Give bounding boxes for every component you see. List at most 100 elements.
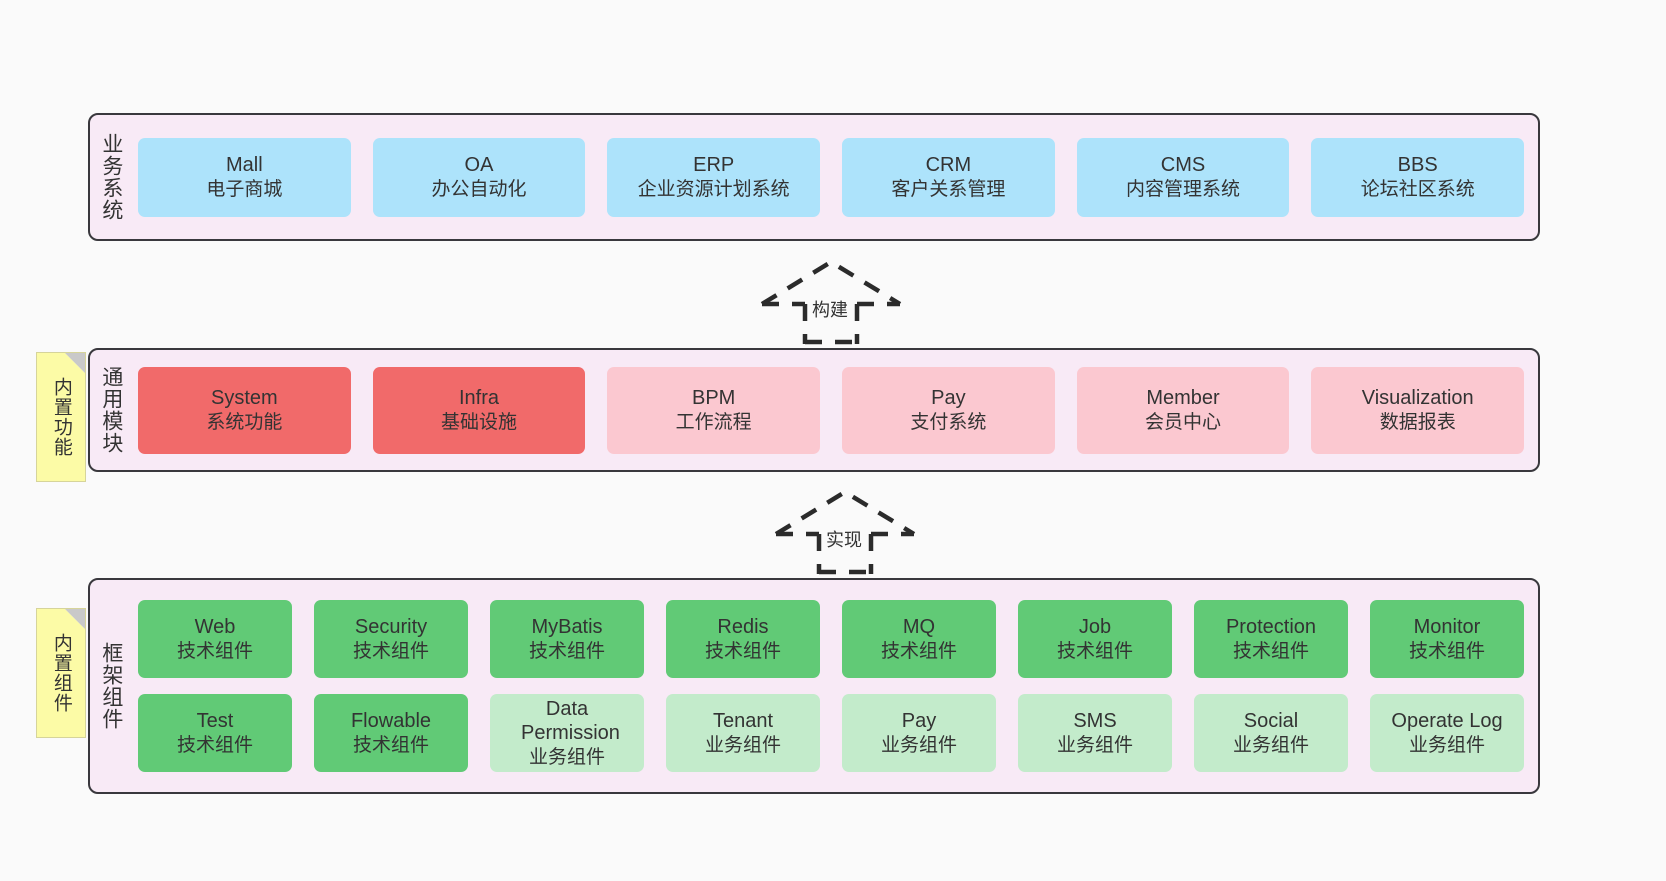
card-tenant[interactable]: Tenant 业务组件	[666, 694, 820, 772]
card-title: Visualization	[1361, 387, 1474, 410]
layer-framework-component: 框架组件 Web 技术组件 Security 技术组件 MyBatis 技术组件…	[88, 578, 1540, 794]
card-test[interactable]: Test 技术组件	[138, 694, 292, 772]
card-redis[interactable]: Redis 技术组件	[666, 600, 820, 678]
implement-arrow-icon	[774, 489, 916, 575]
card-pay-component[interactable]: Pay 业务组件	[842, 694, 996, 772]
tag-label: 内置组件	[50, 633, 72, 713]
card-bpm[interactable]: BPM 工作流程	[607, 366, 821, 454]
card-title: SMS	[1073, 710, 1117, 733]
card-subtitle: 系统功能	[206, 411, 283, 433]
card-row: Web 技术组件 Security 技术组件 MyBatis 技术组件 Redi…	[138, 600, 1524, 678]
card-social[interactable]: Social 业务组件	[1194, 694, 1348, 772]
card-subtitle: 业务组件	[1408, 734, 1485, 756]
card-row: System 系统功能 Infra 基础设施 BPM 工作流程 Pay 支付系统…	[138, 366, 1525, 454]
layer-business-system: 业务系统 Mall 电子商城 OA 办公自动化 ERP 企业资源计划系统 CRM…	[88, 113, 1540, 241]
card-title: Test	[196, 710, 234, 733]
card-pay[interactable]: Pay 支付系统	[842, 366, 1055, 454]
card-subtitle: 支付系统	[910, 411, 987, 433]
layer-title-framework-component: 框架组件	[99, 642, 123, 730]
card-title: MQ	[902, 616, 936, 639]
card-subtitle: 技术组件	[528, 640, 605, 662]
card-title: Mall	[226, 154, 263, 177]
card-subtitle: 业务组件	[1056, 734, 1133, 756]
card-subtitle: 业务组件	[1232, 734, 1309, 756]
card-operate-log[interactable]: Operate Log 业务组件	[1370, 694, 1524, 772]
card-security[interactable]: Security 技术组件	[314, 600, 468, 678]
card-title: System	[210, 387, 278, 410]
card-title: Redis	[717, 616, 769, 639]
tag-label: 内置功能	[50, 377, 72, 457]
card-data-permission[interactable]: Data Permission 业务组件	[490, 694, 644, 772]
tag-builtin-component: 内置组件	[36, 608, 86, 738]
layer-body-common-module: System 系统功能 Infra 基础设施 BPM 工作流程 Pay 支付系统…	[132, 350, 1538, 470]
card-title: Web	[194, 616, 236, 639]
tag-builtin-function: 内置功能	[36, 352, 86, 482]
card-title: Member	[1146, 387, 1220, 410]
card-monitor[interactable]: Monitor 技术组件	[1370, 600, 1524, 678]
card-web[interactable]: Web 技术组件	[138, 600, 292, 678]
card-subtitle: 技术组件	[1056, 640, 1133, 662]
card-subtitle: 客户关系管理	[891, 178, 1006, 200]
build-arrow-icon	[760, 259, 902, 345]
card-subtitle: 电子商城	[206, 178, 283, 200]
card-mybatis[interactable]: MyBatis 技术组件	[490, 600, 644, 678]
card-title: Pay	[931, 387, 966, 410]
card-title: CMS	[1160, 154, 1206, 177]
card-bbs[interactable]: BBS 论坛社区系统	[1311, 137, 1525, 217]
card-mq[interactable]: MQ 技术组件	[842, 600, 996, 678]
card-subtitle: 技术组件	[880, 640, 957, 662]
card-subtitle: 业务组件	[880, 734, 957, 756]
card-flowable[interactable]: Flowable 技术组件	[314, 694, 468, 772]
card-title: Tenant	[712, 710, 774, 733]
card-cms[interactable]: CMS 内容管理系统	[1076, 137, 1290, 217]
card-subtitle: 技术组件	[176, 734, 253, 756]
card-job[interactable]: Job 技术组件	[1018, 600, 1172, 678]
card-subtitle: 会员中心	[1145, 411, 1222, 433]
card-subtitle: 企业资源计划系统	[637, 178, 790, 200]
card-mall[interactable]: Mall 电子商城	[138, 137, 351, 217]
card-row: Test 技术组件 Flowable 技术组件 Data Permission …	[138, 694, 1524, 772]
card-title: ERP	[693, 154, 735, 177]
card-infra[interactable]: Infra 基础设施	[372, 366, 586, 454]
card-subtitle: 技术组件	[352, 640, 429, 662]
card-title: MyBatis	[531, 616, 603, 639]
card-subtitle: 工作流程	[675, 411, 752, 433]
card-subtitle: 论坛社区系统	[1360, 178, 1475, 200]
card-title: BPM	[692, 387, 736, 410]
card-visualization[interactable]: Visualization 数据报表	[1311, 366, 1525, 454]
connector-build-label: 构建	[812, 300, 848, 320]
card-subtitle: 业务组件	[704, 734, 781, 756]
card-subtitle: 技术组件	[352, 734, 429, 756]
card-protection[interactable]: Protection 技术组件	[1194, 600, 1348, 678]
card-subtitle: 技术组件	[704, 640, 781, 662]
card-subtitle: 技术组件	[176, 640, 253, 662]
card-crm[interactable]: CRM 客户关系管理	[842, 137, 1055, 217]
card-subtitle: 办公自动化	[431, 178, 527, 200]
layer-body-framework-component: Web 技术组件 Security 技术组件 MyBatis 技术组件 Redi…	[132, 580, 1538, 792]
card-title: CRM	[925, 154, 972, 177]
card-title: Job	[1078, 616, 1112, 639]
card-sms[interactable]: SMS 业务组件	[1018, 694, 1172, 772]
card-oa[interactable]: OA 办公自动化	[372, 137, 586, 217]
card-subtitle: 基础设施	[441, 411, 518, 433]
layer-title-business-system: 业务系统	[99, 133, 123, 221]
card-subtitle: 技术组件	[1232, 640, 1309, 662]
connector-implement-label: 实现	[826, 530, 862, 550]
layer-body-business-system: Mall 电子商城 OA 办公自动化 ERP 企业资源计划系统 CRM 客户关系…	[132, 115, 1538, 239]
connector-implement: 实现	[770, 488, 920, 575]
card-row: Mall 电子商城 OA 办公自动化 ERP 企业资源计划系统 CRM 客户关系…	[138, 137, 1525, 217]
card-title: OA	[464, 154, 494, 177]
card-system[interactable]: System 系统功能	[138, 366, 351, 454]
card-title: Pay	[901, 710, 937, 733]
connector-build: 构建	[756, 258, 906, 345]
card-erp[interactable]: ERP 企业资源计划系统	[607, 137, 821, 217]
card-title: Monitor	[1413, 616, 1481, 639]
card-subtitle: 内容管理系统	[1126, 178, 1241, 200]
card-title: Protection	[1225, 616, 1317, 639]
card-title: Infra	[458, 387, 500, 410]
card-member[interactable]: Member 会员中心	[1076, 366, 1290, 454]
card-subtitle: 技术组件	[1408, 640, 1485, 662]
card-title: Social	[1243, 710, 1299, 733]
card-title: Flowable	[350, 710, 432, 733]
